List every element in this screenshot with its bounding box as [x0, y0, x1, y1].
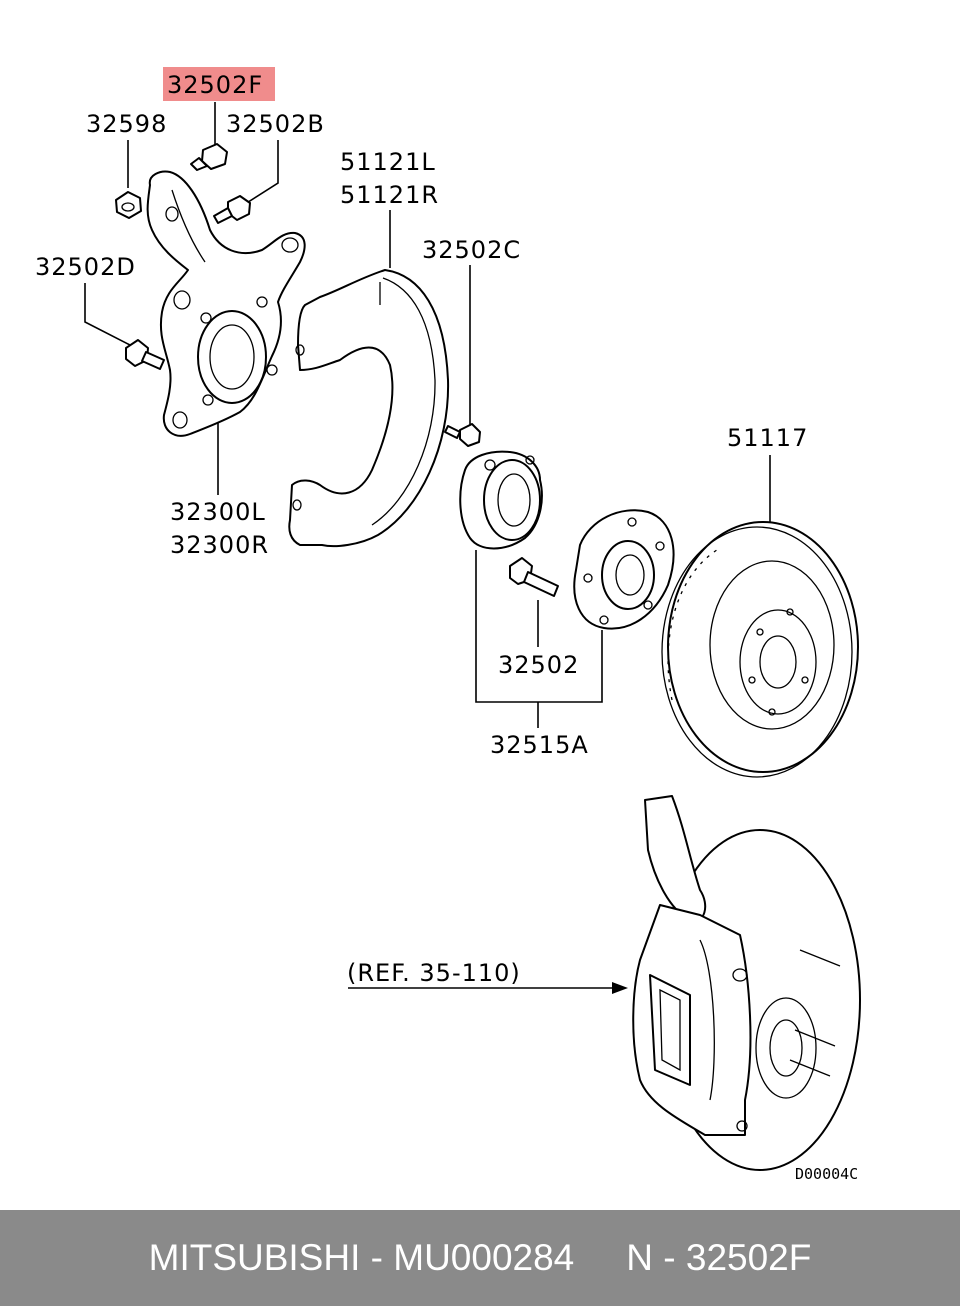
label-ref-35-110[interactable]: (REF. 35-110)	[347, 959, 521, 987]
footer-brand-part: MITSUBISHI - MU000284	[148, 1237, 575, 1278]
label-32598[interactable]: 32598	[86, 110, 167, 138]
label-32502C[interactable]: 32502C	[422, 236, 521, 264]
label-51121L[interactable]: 51121L	[340, 148, 436, 176]
label-51121R[interactable]: 51121R	[340, 181, 439, 209]
bolt-32502C-icon	[444, 423, 481, 447]
dust-shield-icon	[288, 269, 450, 548]
label-32300L[interactable]: 32300L	[170, 498, 266, 526]
diagram-code: D00004C	[795, 1165, 858, 1183]
parts-diagram: 32502F 32598 32502B 51121L 51121R 32502C…	[35, 67, 861, 1183]
label-32502F[interactable]: 32502F	[167, 71, 263, 99]
brake-rotor-icon	[661, 521, 859, 778]
label-32502D[interactable]: 32502D	[35, 253, 136, 281]
steering-knuckle-icon	[146, 170, 306, 437]
label-32515A[interactable]: 32515A	[490, 731, 589, 759]
hub-flange-icon	[573, 509, 675, 630]
label-32502[interactable]: 32502	[498, 651, 579, 679]
label-51117[interactable]: 51117	[727, 424, 808, 452]
label-32502B[interactable]: 32502B	[226, 110, 325, 138]
footer-bar: MITSUBISHI - MU000284 N - 32502F	[0, 1210, 960, 1306]
footer-ref-part: N - 32502F	[626, 1237, 812, 1278]
hub-bearing-icon	[459, 450, 543, 550]
leader-lines	[84, 102, 771, 994]
bolt-32502F-icon	[190, 143, 228, 171]
bolt-32502D-icon	[125, 339, 165, 370]
caliper-assembly-icon	[632, 795, 861, 1171]
nut-32598-icon	[115, 191, 142, 219]
label-32300R[interactable]: 32300R	[170, 531, 269, 559]
wheel-stud-icon	[509, 557, 559, 597]
highlight-box	[163, 67, 275, 101]
bolt-32502B-icon	[213, 195, 251, 224]
